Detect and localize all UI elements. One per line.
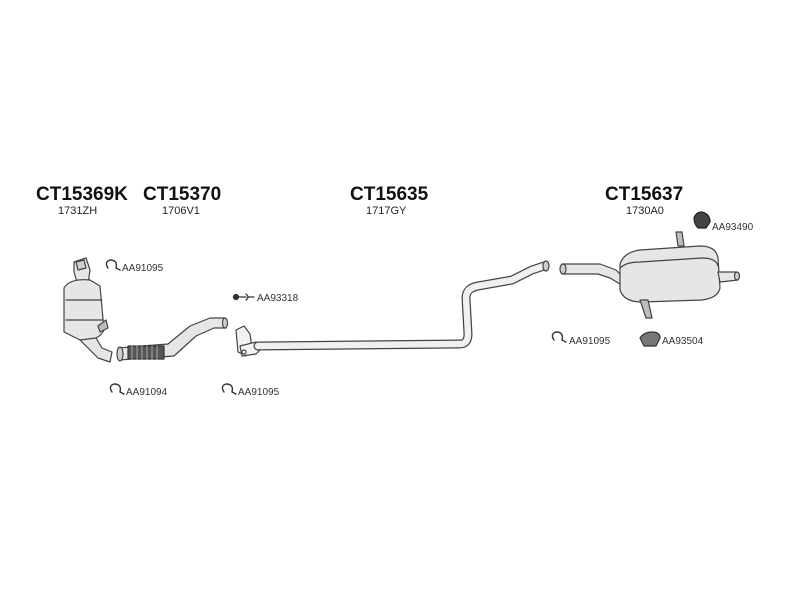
label-clamp-cat-top: AA91095: [122, 263, 164, 274]
code-rear-silencer: CT15637: [605, 184, 684, 205]
middle-pipe-part: [253, 260, 550, 351]
clamp-icon: [105, 259, 567, 395]
front-pipe-part: [116, 317, 229, 362]
ref-catalyst: 1731ZH: [58, 205, 98, 217]
ref-middle-pipe: 1717GY: [366, 205, 407, 217]
bolt-kit-icon: [232, 293, 255, 301]
label-clamp-flex-bottom: AA91095: [238, 387, 280, 398]
label-clamp-cat-bottom: AA91094: [126, 387, 168, 398]
rubber-mount-top-icon: [693, 211, 711, 229]
ref-front-pipe: 1706V1: [162, 205, 200, 217]
label-rubber-mount-top: AA93490: [712, 222, 754, 233]
ref-rear-silencer: 1730A0: [626, 205, 664, 217]
flange-part: [235, 325, 263, 357]
catalyst-part: [63, 257, 113, 363]
label-bolt-kit: AA93318: [257, 293, 299, 304]
code-middle-pipe: CT15635: [350, 184, 429, 205]
code-catalyst: CT15369K: [36, 184, 128, 205]
label-rubber-mount-rear: AA93504: [662, 336, 704, 347]
code-front-pipe: CT15370: [143, 184, 222, 205]
label-clamp-rear: AA91095: [569, 336, 611, 347]
rear-silencer-part: [559, 231, 741, 319]
rubber-mount-icon: [639, 331, 661, 347]
